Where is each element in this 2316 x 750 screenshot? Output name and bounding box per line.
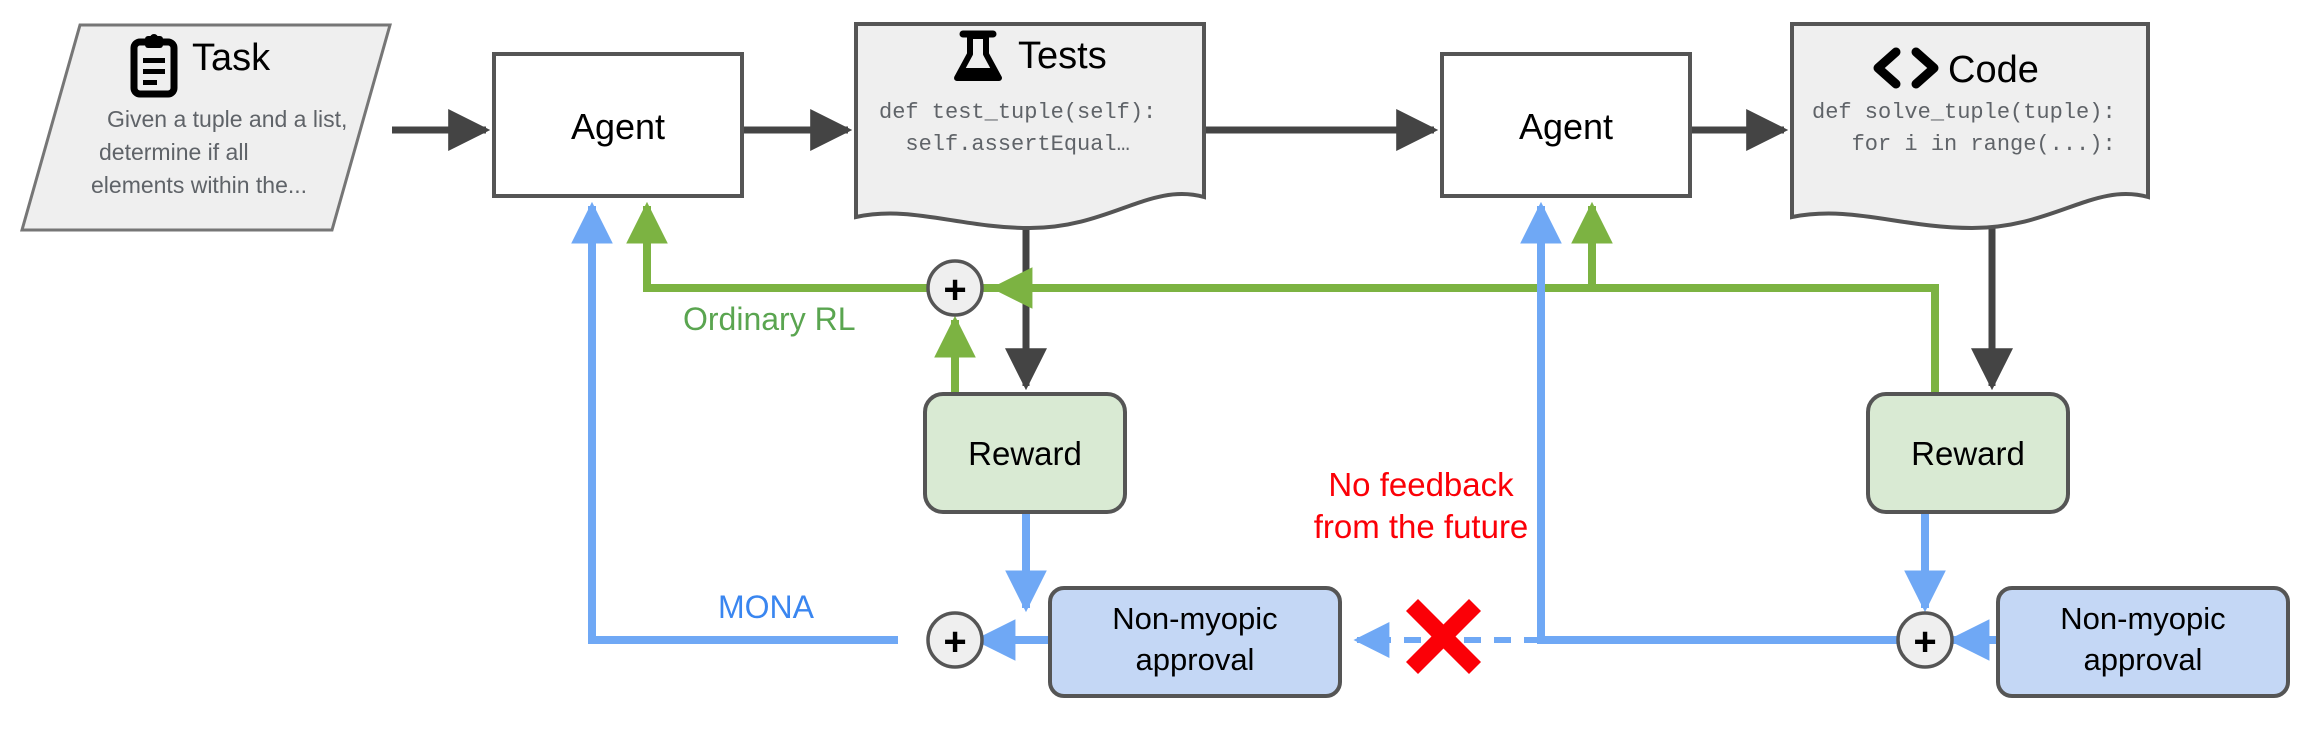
task-line-3: elements within the... xyxy=(91,172,307,198)
node-agent-2[interactable]: Agent xyxy=(1440,52,1692,198)
red-x-icon xyxy=(1405,598,1482,675)
sum-3-label: + xyxy=(1913,620,1936,664)
code-line-1: def solve_tuple(tuple): xyxy=(1812,100,2116,125)
edge-label-mona: MONA xyxy=(718,589,815,625)
agent-2-label: Agent xyxy=(1519,106,1613,147)
node-approval-2[interactable]: Non-myopic approval xyxy=(1996,586,2290,698)
edge-sum1-to-agent1-green xyxy=(626,201,928,292)
no-feedback-line-1: No feedback xyxy=(1328,466,1514,503)
task-title: Task xyxy=(192,37,271,79)
node-sum-2[interactable]: + xyxy=(926,611,984,669)
agent-1-label: Agent xyxy=(571,106,665,147)
tests-code-line-2: self.assertEqual… xyxy=(879,132,1130,157)
approval-1-line-2: approval xyxy=(1136,642,1255,677)
clipboard-icon xyxy=(130,34,178,98)
reward-1-label: Reward xyxy=(968,435,1082,472)
node-sum-1[interactable]: + xyxy=(926,259,984,317)
sum-1-label: + xyxy=(943,268,966,312)
code-brackets-icon xyxy=(1873,47,1939,89)
node-code[interactable]: Code def solve_tuple(tuple): for i in ra… xyxy=(1790,22,2150,231)
node-reward-1[interactable]: Reward xyxy=(923,392,1127,514)
node-sum-3[interactable]: + xyxy=(1896,611,1954,669)
sum-2-label: + xyxy=(943,620,966,664)
edge-green-bus-to-agent2 xyxy=(647,201,1613,292)
node-task[interactable]: Task Given a tuple and a list, determine… xyxy=(20,23,392,232)
tests-title: Tests xyxy=(1018,35,1107,77)
task-line-1: Given a tuple and a list, xyxy=(107,106,347,132)
no-feedback-line-2: from the future xyxy=(1314,508,1529,545)
code-line-2: for i in range(...): xyxy=(1812,132,2116,157)
edge-sum2-to-agent1-blue xyxy=(571,201,898,644)
tests-code-line-1: def test_tuple(self): xyxy=(879,100,1156,125)
node-agent-1[interactable]: Agent xyxy=(492,52,744,198)
node-approval-1[interactable]: Non-myopic approval xyxy=(1048,586,1342,698)
edge-label-ordinary-rl: Ordinary RL xyxy=(683,301,856,337)
code-title: Code xyxy=(1948,49,2039,91)
approval-1-line-1: Non-myopic xyxy=(1112,601,1277,636)
node-tests[interactable]: Tests def test_tuple(self): self.assertE… xyxy=(854,22,1206,231)
task-line-2: determine if all xyxy=(99,139,249,165)
flask-icon xyxy=(954,30,1002,81)
edge-reward2-to-sum1-green xyxy=(990,267,1939,394)
approval-2-line-1: Non-myopic xyxy=(2060,601,2225,636)
node-reward-2[interactable]: Reward xyxy=(1866,392,2070,514)
reward-2-label: Reward xyxy=(1911,435,2025,472)
approval-2-line-2: approval xyxy=(2084,642,2203,677)
